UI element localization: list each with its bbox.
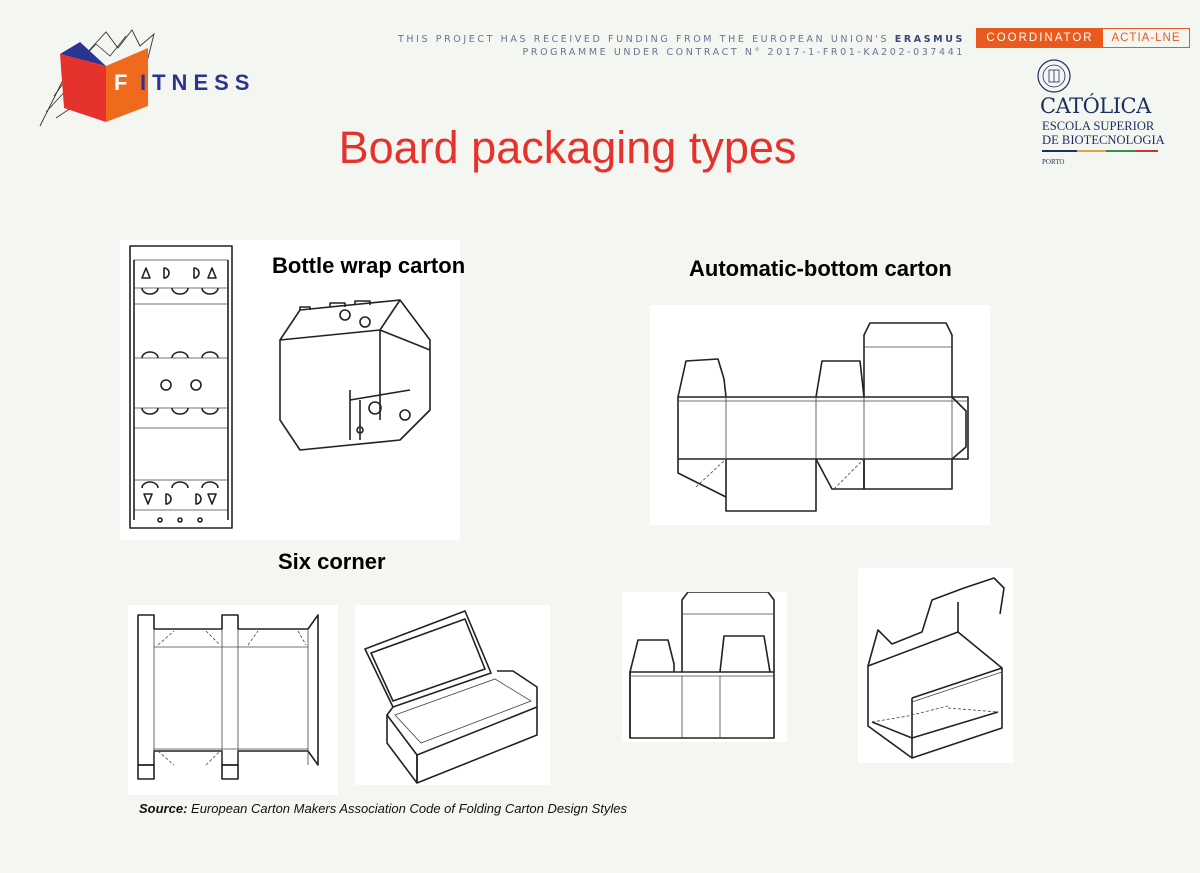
coordinator-badge: COORDINATOR ACTIA-LNE (976, 28, 1190, 48)
auto-bottom-box-b-diagram (867, 577, 1005, 759)
coordinator-name: ACTIA-LNE (1111, 32, 1181, 44)
auto-bottom-box-b-figure (858, 568, 1013, 763)
fitness-logo-graphic (39, 29, 155, 127)
six-corner-box-figure (355, 605, 550, 785)
catolica-city: PORTO (1042, 158, 1065, 166)
source-citation: Source: European Carton Makers Associati… (139, 801, 627, 816)
auto-bottom-box-a-diagram (629, 591, 775, 739)
catolica-color-bar (1042, 150, 1158, 152)
catolica-seal-icon (1036, 58, 1072, 94)
six-corner-net-diagram (137, 614, 319, 780)
label-bottle-wrap: Bottle wrap carton (272, 253, 466, 278)
erasmus-label: ERASMUS (894, 34, 965, 45)
funding-line-2: PROGRAMME UNDER CONTRACT N° 2017-1-FR01-… (522, 47, 965, 58)
label-automatic-bottom: Automatic-bottom carton (689, 256, 952, 281)
logo-text: ITNESS (140, 70, 256, 95)
bottle-wrap-diagram (129, 245, 431, 529)
page-title: Board packaging types (338, 122, 797, 173)
catolica-name: CATÓLICA (1040, 94, 1151, 118)
automatic-bottom-figure (650, 305, 990, 525)
catolica-subtitle: ESCOLA SUPERIOR DE BIOTECNOLOGIA (1042, 119, 1165, 147)
source-label: Source: (139, 801, 188, 816)
coordinator-label: COORDINATOR (977, 29, 1103, 47)
funding-notice: THIS PROJECT HAS RECEIVED FUNDING FROM T… (398, 33, 965, 59)
six-corner-net-figure (128, 605, 338, 795)
six-corner-box-diagram (364, 610, 538, 784)
automatic-bottom-diagram (677, 322, 969, 512)
source-text: European Carton Makers Association Code … (187, 801, 627, 816)
label-six-corner: Six corner (278, 549, 386, 574)
bottle-wrap-figure (120, 240, 460, 540)
auto-bottom-box-a-figure (622, 591, 787, 742)
fitness-logo: F ITNESS (36, 26, 276, 130)
funding-line-1: THIS PROJECT HAS RECEIVED FUNDING FROM T… (397, 34, 965, 45)
logo-letter: F (114, 70, 130, 95)
